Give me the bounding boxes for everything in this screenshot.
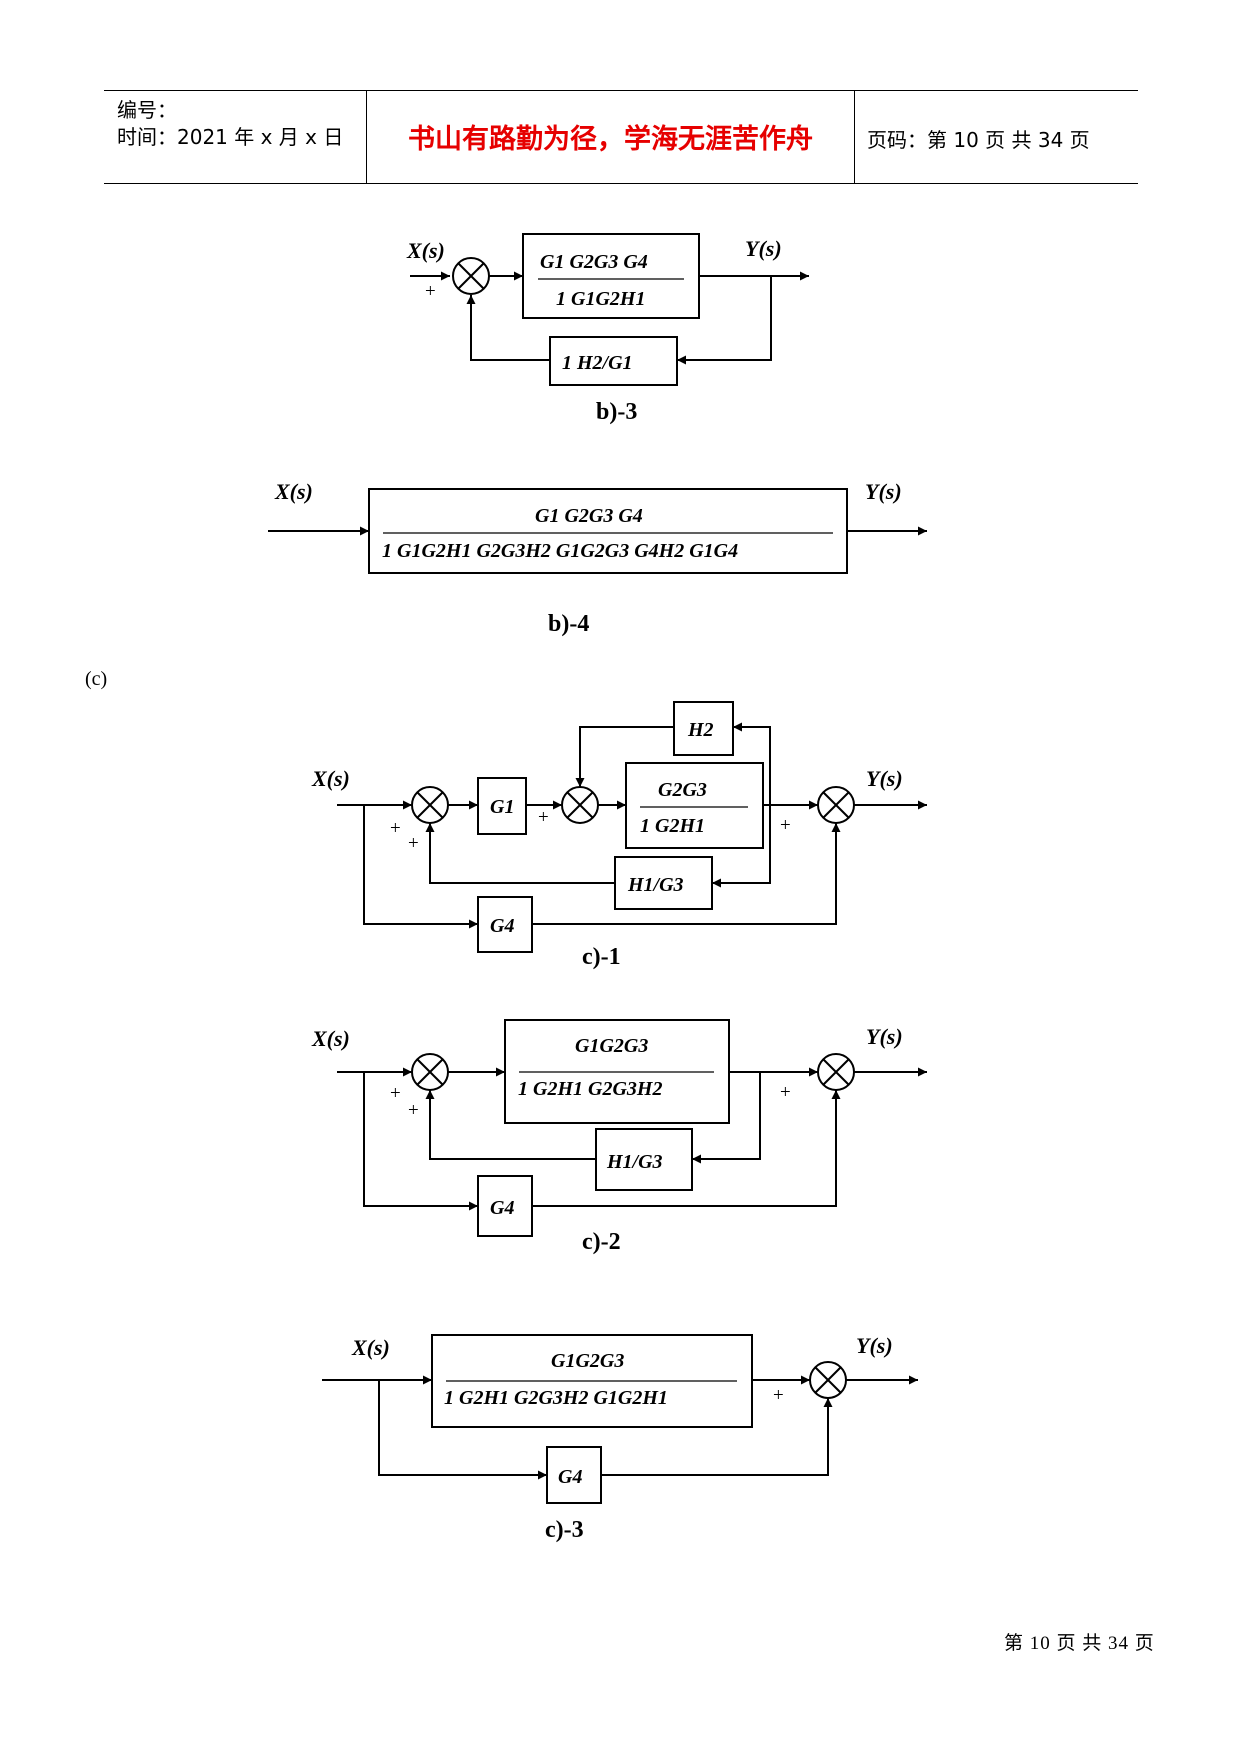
- motto: 书山有路勤为径，学海无涯苦作舟: [408, 124, 813, 155]
- caption-b4: b)-4: [548, 611, 589, 637]
- page-header: 编号： 时间：2021 年 x 月 x 日 书山有路勤为径，学海无涯苦作舟 页码…: [104, 90, 1138, 184]
- plus-sign: +: [390, 1083, 401, 1104]
- b3-forward-numerator: G1 G2G3 G4: [540, 251, 648, 273]
- diagram-c1: [337, 701, 927, 953]
- c1-g1-block-label: G1: [490, 796, 514, 818]
- diagram-c2: [337, 1019, 927, 1237]
- c1-inner-numerator: G2G3: [658, 779, 707, 801]
- b4-denominator: 1 G1G2H1 G2G3H2 G1G2G3 G4H2 G1G4: [382, 540, 738, 562]
- number-label: 编号：: [117, 98, 177, 122]
- c3-g4-block-label: G4: [558, 1466, 582, 1488]
- output-label-c3: Y(s): [856, 1333, 893, 1358]
- c2-g4-block-label: G4: [490, 1197, 514, 1219]
- diagram-b3: [410, 233, 809, 386]
- page-footer: 第 10 页 共 34 页: [1004, 1633, 1155, 1654]
- c1-g4-block-label: G4: [490, 915, 514, 937]
- c1-h2-block-label: H2: [687, 719, 714, 741]
- input-label-b4: X(s): [274, 479, 313, 504]
- output-label-c1: Y(s): [866, 766, 903, 791]
- section-label: (c): [85, 668, 108, 690]
- caption-c2: c)-2: [582, 1229, 621, 1255]
- input-label-c1: X(s): [311, 766, 350, 791]
- c1-feedback-label: H1/G3: [627, 874, 684, 896]
- output-label-b3: Y(s): [745, 236, 782, 261]
- plus-sign: +: [780, 815, 791, 836]
- plus-sign: +: [390, 818, 401, 839]
- b4-numerator: G1 G2G3 G4: [535, 505, 643, 527]
- caption-c1: c)-1: [582, 944, 621, 970]
- caption-c3: c)-3: [545, 1517, 584, 1543]
- c2-numerator: G1G2G3: [575, 1035, 648, 1057]
- header-motto-cell: 书山有路勤为径，学海无涯苦作舟: [367, 91, 855, 183]
- header-meta-cell: 编号： 时间：2021 年 x 月 x 日: [104, 91, 367, 183]
- input-label-c3: X(s): [351, 1335, 390, 1360]
- plus-sign: +: [538, 807, 549, 828]
- diagram-b4: [268, 488, 927, 574]
- b3-forward-denominator: 1 G1G2H1: [556, 288, 645, 310]
- plus-sign: +: [408, 833, 419, 854]
- input-label-b3: X(s): [406, 238, 445, 263]
- b3-feedback-label: 1 H2/G1: [562, 352, 633, 374]
- c3-numerator: G1G2G3: [551, 1350, 624, 1372]
- c2-feedback-label: H1/G3: [606, 1151, 663, 1173]
- plus-sign: +: [425, 281, 436, 302]
- output-label-c2: Y(s): [866, 1024, 903, 1049]
- output-label-b4: Y(s): [865, 479, 902, 504]
- input-label-c2: X(s): [311, 1026, 350, 1051]
- c1-inner-denominator: 1 G2H1: [640, 815, 705, 837]
- diagram-c3: [322, 1334, 918, 1504]
- time-label: 时间：2021 年 x 月 x 日: [117, 125, 344, 149]
- c3-denominator: 1 G2H1 G2G3H2 G1G2H1: [444, 1387, 668, 1409]
- plus-sign: +: [773, 1385, 784, 1406]
- plus-sign: +: [408, 1100, 419, 1121]
- c2-denominator: 1 G2H1 G2G3H2: [518, 1078, 662, 1100]
- caption-b3: b)-3: [596, 399, 637, 425]
- page-info: 页码：第 10 页 共 34 页: [867, 128, 1090, 152]
- plus-sign: +: [780, 1082, 791, 1103]
